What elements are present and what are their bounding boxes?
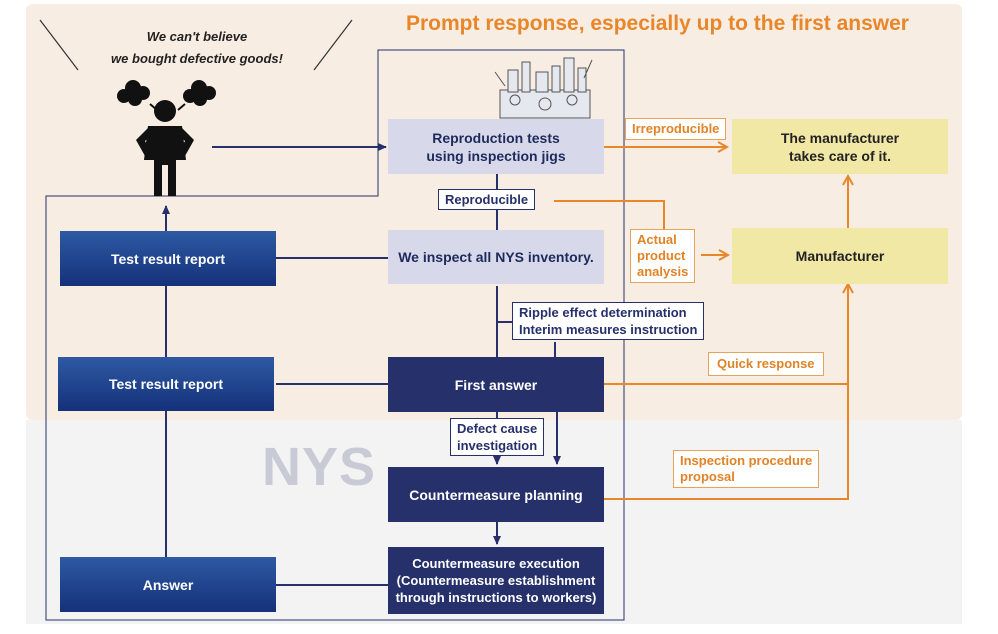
countermeasure-execution-line-2: (Countermeasure establishment — [396, 573, 596, 588]
ripple-effect-line-1: Ripple effect determination — [519, 305, 687, 320]
nys-boundary — [45, 49, 625, 621]
defect-cause-label: Defect cause investigation — [450, 418, 545, 456]
nys-label: NYS — [262, 437, 377, 497]
ripple-effect-line-2: Interim measures instruction — [519, 322, 698, 337]
quote-line-2: we bought defective goods! — [111, 51, 283, 66]
actual-product-analysis-label: Actual product analysis — [630, 229, 696, 283]
countermeasure-execution-line-1: Countermeasure execution — [412, 556, 580, 571]
analysis-line-2: product — [637, 248, 686, 263]
prompt-response-zone — [26, 4, 962, 420]
defect-cause-line-1: Defect cause — [457, 421, 538, 436]
quick-response-label: Quick response — [708, 352, 824, 376]
inspection-procedure-line-2: proposal — [680, 469, 735, 484]
reproduction-tests-line-2: using inspection jigs — [426, 147, 566, 164]
irreproducible-label: Irreproducible — [625, 118, 727, 140]
reproducible-label: Reproducible — [438, 189, 536, 210]
countermeasure-execution-box: Countermeasure execution (Countermeasure… — [388, 547, 604, 614]
reproduction-tests-line-1: Reproduction tests — [432, 129, 560, 146]
defect-cause-line-2: investigation — [457, 438, 538, 453]
first-answer-box: First answer — [388, 357, 604, 412]
countermeasure-execution-line-3: through instructions to workers) — [395, 590, 597, 605]
ripple-effect-label: Ripple effect determination Interim meas… — [512, 302, 705, 340]
test-result-report-box-1: Test result report — [60, 231, 276, 286]
countermeasure-planning-box: Countermeasure planning — [388, 467, 604, 522]
inspection-procedure-label: Inspection procedure proposal — [673, 450, 820, 488]
answer-box: Answer — [60, 557, 276, 612]
customer-quote: We can't believe we bought defective goo… — [92, 26, 302, 70]
inspect-inventory-box: We inspect all NYS inventory. — [388, 230, 604, 284]
inspection-procedure-line-1: Inspection procedure — [680, 453, 813, 468]
analysis-line-3: analysis — [637, 264, 689, 279]
manufacturer-box: Manufacturer — [732, 228, 948, 284]
manufacturer-takes-care-line-2: takes care of it. — [789, 147, 891, 164]
manufacturer-takes-care-line-1: The manufacturer — [780, 129, 900, 146]
analysis-line-1: Actual — [637, 232, 677, 247]
test-result-report-box-2: Test result report — [58, 357, 274, 411]
page-headline: Prompt response, especially up to the fi… — [406, 12, 909, 35]
quote-line-1: We can't believe — [146, 29, 248, 44]
